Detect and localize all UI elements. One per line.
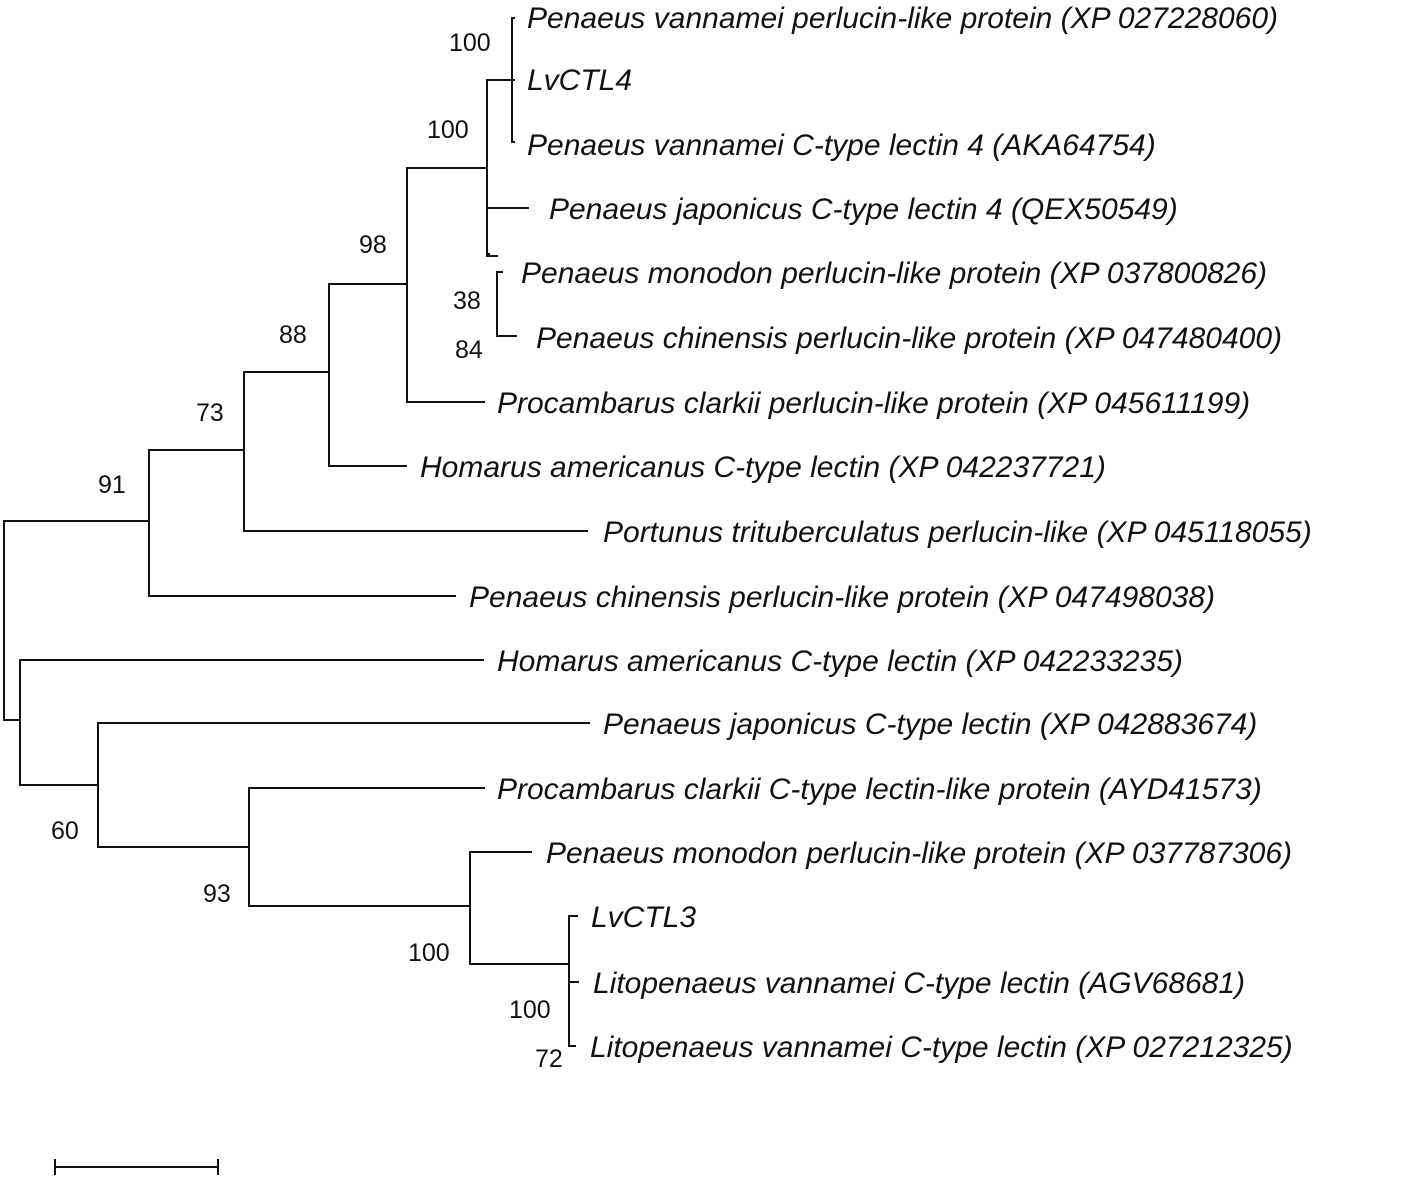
branch <box>19 659 484 786</box>
branch <box>243 371 588 532</box>
branch <box>248 787 485 907</box>
bootstrap-value: 72 <box>535 1045 563 1073</box>
branch <box>568 915 579 1047</box>
scale-bar <box>54 1159 219 1175</box>
taxon-label: Procambarus clarkii perlucin-like protei… <box>497 387 1250 420</box>
taxon-label: Penaeus chinensis perlucin-like protein … <box>536 322 1282 355</box>
taxon-label: Penaeus monodon perlucin-like protein (X… <box>521 257 1267 290</box>
branch <box>469 851 570 965</box>
bootstrap-value: 73 <box>196 399 224 427</box>
taxon-label: Portunus trituberculatus perlucin-like (… <box>603 516 1312 549</box>
taxon-label: Penaeus chinensis perlucin-like protein … <box>469 581 1215 614</box>
taxon-label: Procambarus clarkii C-type lectin-like p… <box>497 773 1262 806</box>
taxon-label: Penaeus japonicus C-type lectin (XP 0428… <box>603 708 1257 741</box>
taxon-label: Penaeus japonicus C-type lectin 4 (QEX50… <box>549 193 1178 226</box>
bootstrap-value: 60 <box>51 817 79 845</box>
bootstrap-value: 93 <box>203 880 231 908</box>
taxon-label: Penaeus vannamei C-type lectin 4 (AKA647… <box>527 129 1156 162</box>
branch <box>148 449 456 597</box>
bootstrap-value: 100 <box>427 116 469 144</box>
taxon-label: Homarus americanus C-type lectin (XP 042… <box>420 451 1106 484</box>
bootstrap-value: 98 <box>359 231 387 259</box>
taxon-label: Litopenaeus vannamei C-type lectin (AGV6… <box>593 967 1245 1000</box>
taxon-label: LvCTL4 <box>527 64 632 97</box>
bootstrap-value: 91 <box>98 471 126 499</box>
bootstrap-value: 88 <box>279 321 307 349</box>
bootstrap-value: 100 <box>408 939 450 967</box>
taxon-label: Homarus americanus C-type lectin (XP 042… <box>497 645 1183 678</box>
branch <box>328 283 408 467</box>
taxon-label: LvCTL3 <box>591 901 696 934</box>
bootstrap-value: 100 <box>449 29 491 57</box>
branch <box>496 271 517 337</box>
bootstrap-value: 38 <box>453 287 481 315</box>
branch <box>406 167 488 403</box>
bootstrap-values: 100 100 98 38 84 88 73 91 60 93 100 100 … <box>51 29 563 1073</box>
bootstrap-value: 84 <box>455 336 483 364</box>
taxon-label: Penaeus vannamei perlucin-like protein (… <box>527 2 1278 35</box>
taxon-labels: Penaeus vannamei perlucin-like protein (… <box>420 2 1312 1064</box>
taxon-label: Penaeus monodon perlucin-like protein (X… <box>546 837 1292 870</box>
taxon-label: Litopenaeus vannamei C-type lectin (XP 0… <box>590 1031 1293 1064</box>
bootstrap-value: 100 <box>509 996 551 1024</box>
tree-branches <box>3 17 590 1047</box>
branch <box>3 520 150 721</box>
branch <box>486 79 529 257</box>
